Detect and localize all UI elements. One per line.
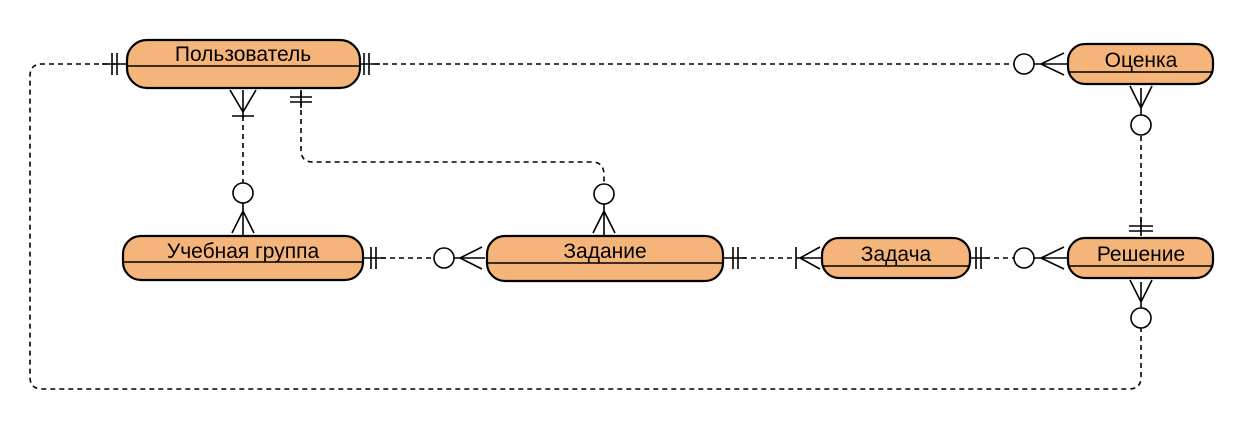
entity-solution: Решение (1066, 236, 1215, 280)
zero-or-many-marker (592, 183, 616, 236)
entity-study-group-label: Учебная группа (167, 240, 320, 263)
entity-assignment: Задание (485, 234, 725, 283)
zero-or-many-marker (1129, 279, 1153, 329)
zero-or-many-marker (1013, 246, 1068, 270)
zero-or-many-marker (433, 246, 485, 270)
entity-grade: Оценка (1066, 42, 1215, 86)
entity-study-group: Учебная группа (121, 234, 365, 282)
entity-assignment-label: Задание (563, 240, 646, 263)
one-or-many-marker (795, 246, 822, 270)
entity-task-label: Задача (861, 243, 932, 266)
zero-or-many-marker (1129, 85, 1153, 136)
entity-grade-label: Оценка (1105, 49, 1178, 72)
zero-or-many-marker (231, 182, 255, 236)
mandatory-one-marker (1129, 219, 1153, 236)
entity-user: Пользователь (125, 38, 362, 90)
zero-or-many-marker (1013, 52, 1068, 76)
mandatory-one-marker (724, 247, 746, 269)
rel-user-assignment (300, 92, 605, 184)
mandatory-one-marker (102, 53, 127, 75)
mandatory-one-marker (362, 247, 386, 269)
entity-user-label: Пользователь (175, 43, 311, 66)
mandatory-one-marker (290, 90, 312, 108)
rel-user-solution (29, 63, 1142, 390)
one-or-many-marker (229, 89, 257, 118)
entity-solution-label: Решение (1097, 243, 1185, 266)
entity-task: Задача (820, 236, 972, 280)
